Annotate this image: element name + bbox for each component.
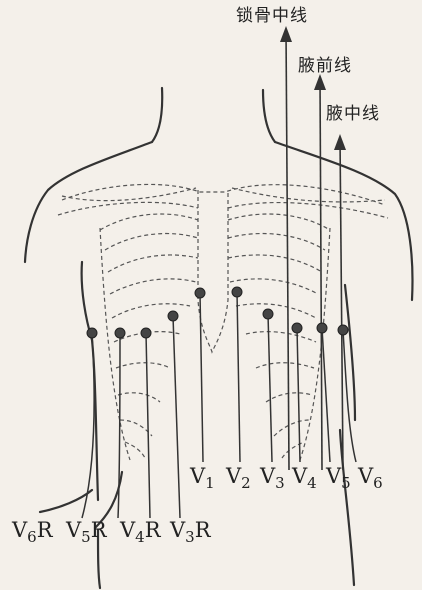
v5-electrode: [317, 323, 327, 333]
anterior-axillary-line-label: 腋前线: [298, 58, 352, 75]
v4-electrode: [292, 323, 302, 333]
v6r-electrode: [87, 328, 97, 338]
v5r-electrode: [115, 328, 125, 338]
v3-electrode: [263, 309, 273, 319]
right-torso-outline: [345, 285, 355, 420]
v5-leader-line: [322, 328, 330, 462]
midclavicular-line: [286, 30, 289, 470]
lead-label-v5: V5: [326, 466, 351, 491]
v3r-leader-line: [173, 316, 180, 518]
v4r-electrode: [141, 328, 151, 338]
anterior-axillary-line: [320, 78, 322, 470]
midclavicular-arrowhead: [280, 26, 292, 42]
lead-label-v4: V4: [292, 466, 317, 491]
left-torso-outline: [82, 262, 98, 500]
v3r-electrode: [168, 311, 178, 321]
mid-axillary-arrowhead: [334, 134, 346, 150]
v1-electrode: [195, 288, 205, 298]
mid-axillary-line: [340, 138, 343, 470]
lead-label-v5r: V5R: [66, 520, 107, 545]
lead-label-v2: V2: [226, 466, 251, 491]
v6-electrode: [338, 325, 348, 335]
v2-electrode: [232, 287, 242, 297]
lead-label-v6: V6: [358, 466, 383, 491]
right-shoulder-outline: [275, 142, 412, 300]
v1-leader-line: [200, 293, 203, 462]
midclavicular-line-label: 锁骨中线: [236, 8, 308, 25]
mid-axillary-line-label: 腋中线: [326, 106, 380, 123]
v4r-leader-line: [146, 333, 150, 518]
v3-leader-line: [268, 314, 272, 462]
lead-label-v6r: V6R: [12, 520, 53, 545]
neck-left-outline: [152, 88, 162, 142]
left-shoulder-outline: [25, 142, 152, 262]
lead-label-v4r: V4R: [120, 520, 161, 545]
lead-label-v3: V3: [260, 466, 285, 491]
anterior-axillary-arrowhead: [314, 74, 326, 90]
lead-label-v1: V1: [190, 466, 215, 491]
neck-right-outline: [263, 90, 275, 142]
v2-leader-line: [237, 292, 240, 462]
lead-label-v3r: V3R: [170, 520, 211, 545]
v4-leader-line: [297, 328, 300, 462]
v5r-leader-line: [118, 333, 120, 518]
rib-cage: [58, 184, 388, 460]
